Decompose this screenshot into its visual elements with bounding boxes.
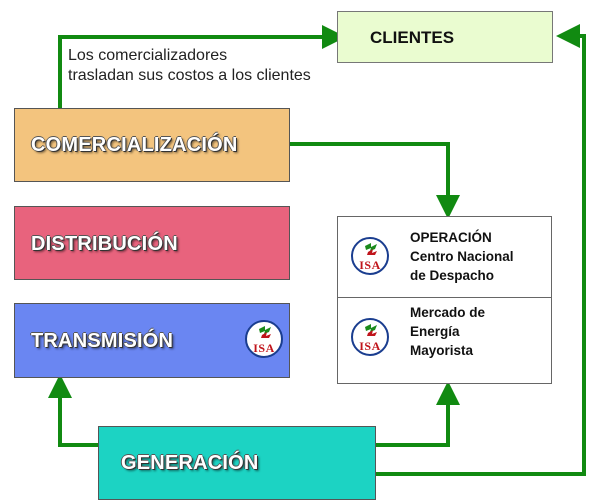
isa-logo-transmision: ISA bbox=[245, 320, 283, 358]
comercializacion-label: COMERCIALIZACIÓN bbox=[31, 134, 238, 156]
transmision-label: TRANSMISIÓN bbox=[31, 330, 174, 352]
isa-logo-text: ISA bbox=[359, 339, 381, 353]
isa-logo-mercado: ISA bbox=[351, 318, 389, 356]
comercializadores-note-line1: Los comercializadores bbox=[68, 47, 228, 64]
mercado-section: ISA Mercado de Energía Mayorista bbox=[338, 298, 551, 383]
isa-mark-icon bbox=[365, 324, 377, 336]
operacion-line3: de Despacho bbox=[410, 268, 495, 283]
arrow-generacion-to-clientes bbox=[376, 24, 586, 476]
isa-logo-operacion: ISA bbox=[351, 237, 389, 275]
comercializadores-note-line2: trasladan sus costos a los clientes bbox=[68, 67, 311, 84]
distribucion-box: DISTRIBUCIÓN bbox=[14, 206, 290, 280]
operacion-line2: Centro Nacional bbox=[410, 249, 514, 264]
mercado-line3: Mayorista bbox=[410, 343, 474, 358]
operacion-mercado-box: ISA OPERACIÓN Centro Nacional de Despach… bbox=[337, 216, 552, 384]
clientes-label: CLIENTES bbox=[370, 28, 455, 47]
generacion-box: GENERACIÓN bbox=[98, 426, 376, 500]
arrow-generacion-to-transmision bbox=[48, 374, 98, 447]
distribucion-label: DISTRIBUCIÓN bbox=[31, 233, 178, 255]
arrow-generacion-to-mercado bbox=[376, 381, 460, 447]
isa-mark-icon bbox=[365, 243, 377, 255]
isa-mark-icon bbox=[259, 326, 271, 338]
clientes-box: CLIENTES bbox=[337, 11, 553, 63]
transmision-box: TRANSMISIÓN ISA bbox=[14, 303, 290, 378]
operacion-line1: OPERACIÓN bbox=[410, 230, 492, 245]
comercializacion-box: COMERCIALIZACIÓN bbox=[14, 108, 290, 182]
mercado-line1: Mercado de bbox=[410, 305, 486, 320]
generacion-label: GENERACIÓN bbox=[121, 452, 259, 474]
isa-logo-text: ISA bbox=[359, 258, 381, 272]
arrow-comercializacion-to-clientes bbox=[58, 25, 346, 108]
arrow-comercializacion-to-operacion bbox=[290, 142, 460, 219]
operacion-section: ISA OPERACIÓN Centro Nacional de Despach… bbox=[338, 217, 551, 298]
mercado-line2: Energía bbox=[410, 324, 460, 339]
isa-logo-text: ISA bbox=[253, 341, 275, 355]
